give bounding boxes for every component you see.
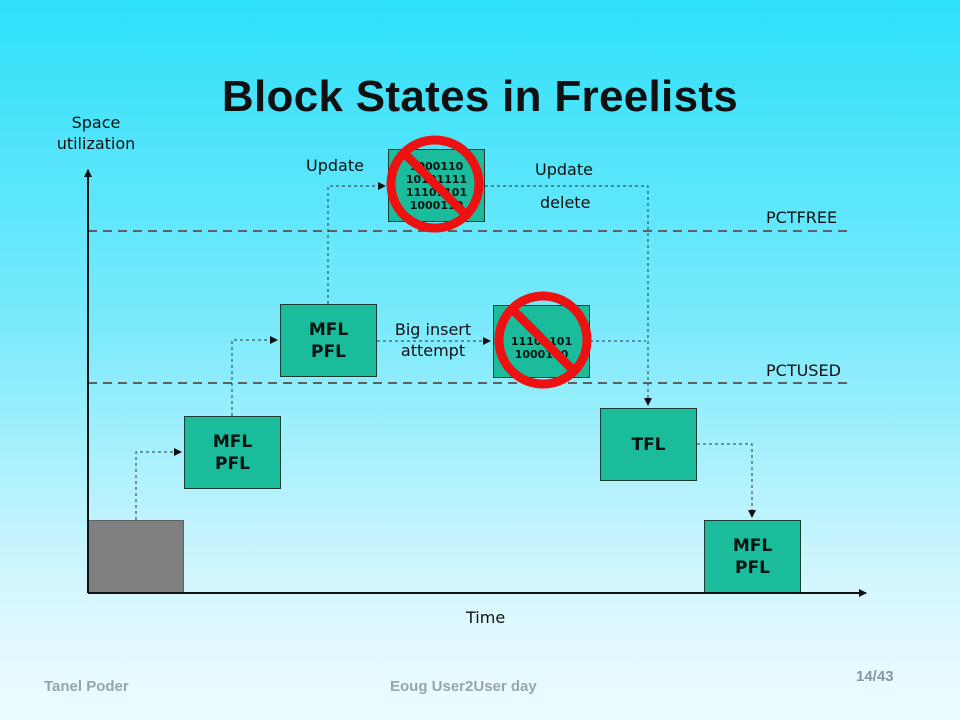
block-line1: MFL [308, 319, 349, 340]
block-line1: MFL [732, 535, 773, 556]
prohibited-icon-update [386, 135, 484, 233]
connector-empty-to-b1 [135, 448, 182, 520]
pctfree-label: PCTFREE [766, 208, 838, 227]
empty-block [88, 520, 184, 593]
block-line2: PFL [735, 557, 770, 578]
block-line1: MFL [212, 431, 253, 452]
connector-b1-to-b2 [231, 336, 278, 416]
x-axis-label: Time [466, 608, 506, 627]
block-mfl-pfl-low: MFL PFL [184, 416, 281, 489]
y-axis-label-line2: utilization [56, 134, 136, 153]
update-right-label: Update [535, 160, 593, 179]
pctused-label: PCTUSED [766, 361, 841, 380]
update-left-label: Update [306, 156, 364, 175]
delete-label: delete [540, 193, 591, 212]
block-label: TFL [631, 434, 666, 455]
connector-update-to-tfl [485, 185, 652, 406]
slide-title: Block States in Freelists [221, 72, 739, 121]
prohibited-icon-insert [494, 291, 592, 389]
block-mfl-pfl-mid: MFL PFL [280, 304, 377, 377]
block-mfl-pfl-final: MFL PFL [704, 520, 801, 593]
connector-b2-to-update [327, 182, 386, 304]
block-line2: PFL [215, 453, 250, 474]
big-insert-line1: Big insert [394, 320, 472, 339]
footer-event: Eoug User2User day [390, 678, 537, 695]
footer-author: Tanel Poder [44, 678, 129, 695]
big-insert-label: Big insert attempt [378, 319, 488, 361]
connector-tfl-to-b4 [697, 443, 756, 518]
y-axis-label: Space utilization [40, 112, 152, 154]
big-insert-line2: attempt [400, 341, 466, 360]
block-line2: PFL [311, 341, 346, 362]
y-axis-label-line1: Space [71, 113, 121, 132]
page-number: 14/43 [856, 668, 894, 685]
block-tfl: TFL [600, 408, 697, 481]
